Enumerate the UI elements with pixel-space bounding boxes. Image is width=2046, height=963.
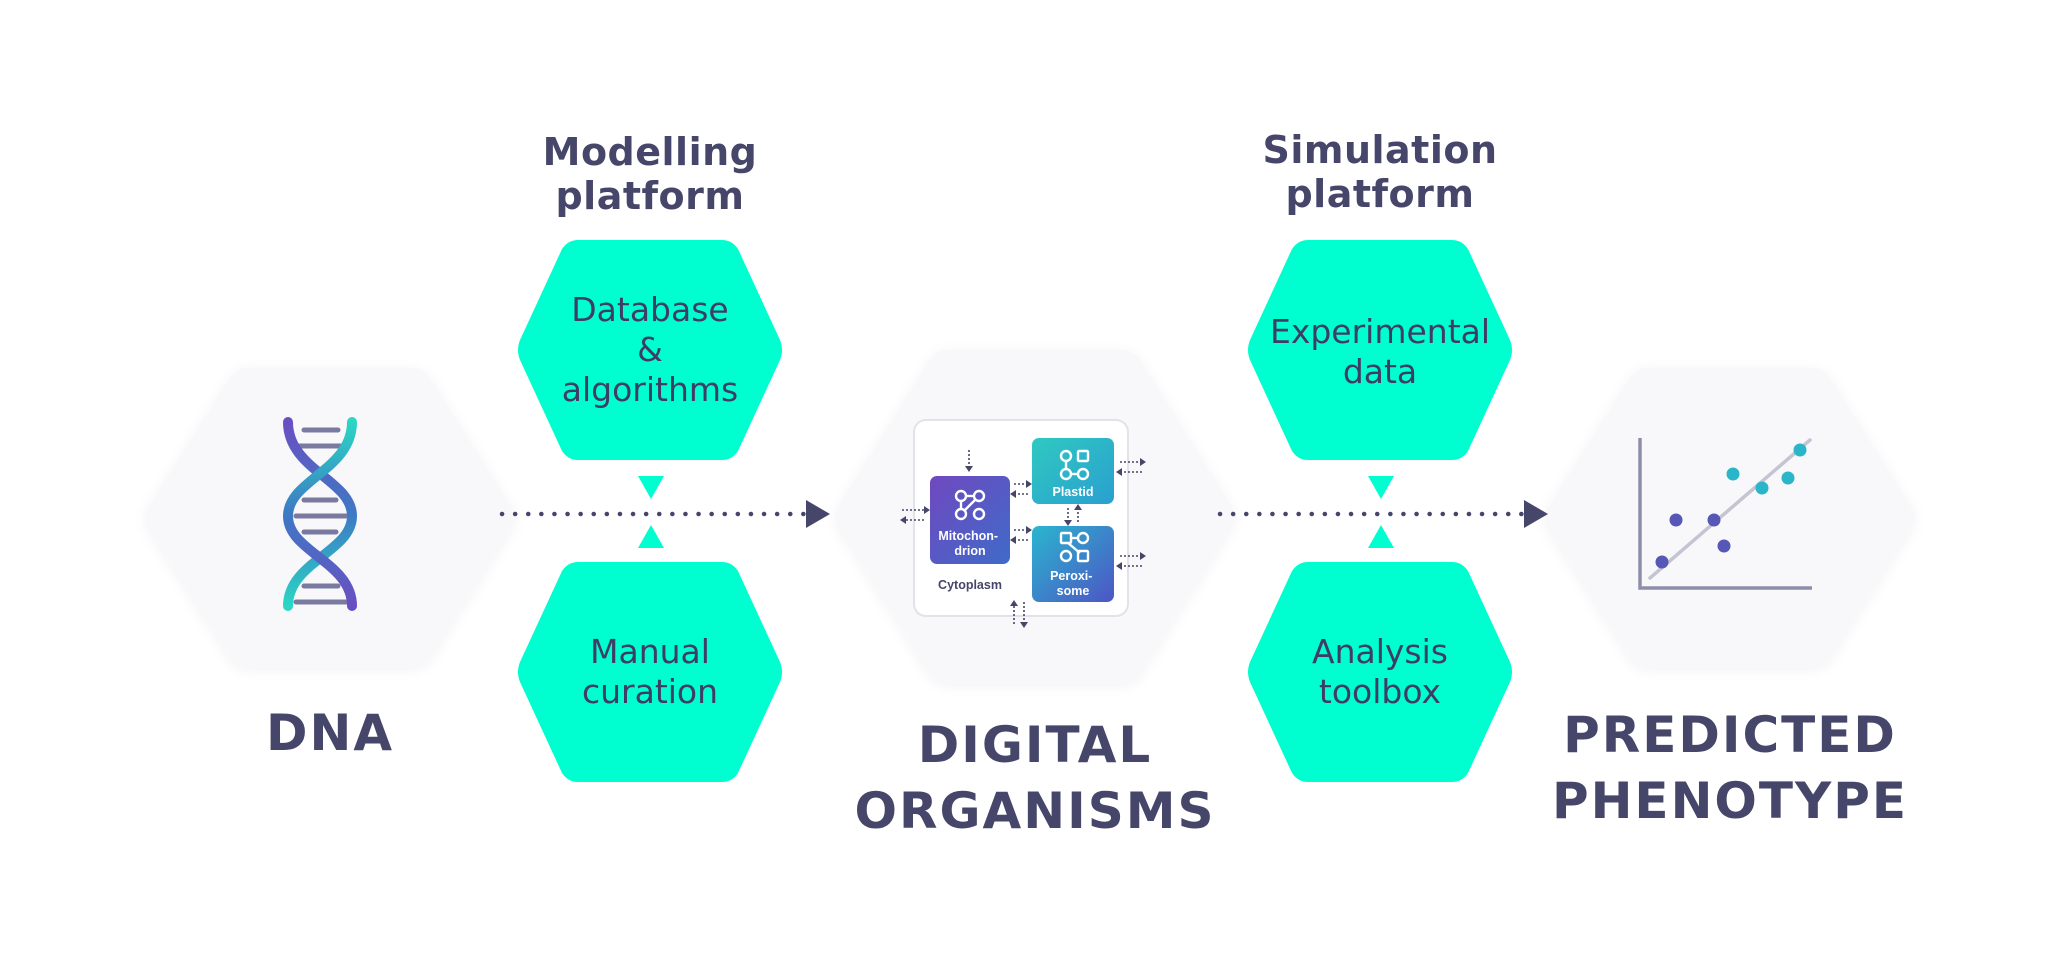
hex-line: Manual [590,632,710,671]
arrowhead-left-icon [806,500,830,528]
hex-line: toolbox [1318,672,1442,711]
up-triangle-right [1368,525,1394,548]
network-icon [954,489,986,521]
plastid-label: Plastid [1053,485,1094,499]
peroxisome-box [1032,526,1114,602]
hex-line: algorithms [561,370,739,409]
stage-line: DNA [265,704,395,762]
predicted-phenotype-label: PREDICTED PHENOTYPE [1530,702,1930,834]
perox-line-2: some [1057,584,1090,598]
stage-line: PREDICTED [1563,706,1897,764]
analysis-toolbox-label: Analysis toolbox [1250,632,1510,712]
heading-line: platform [1285,172,1475,216]
perox-line-1: Peroxi- [1050,569,1092,583]
hex-line: & [637,330,663,369]
down-triangle-left [638,476,664,499]
heading-line: Simulation [1262,128,1498,172]
mitochondrion-label: Mitochon- drion [938,529,1001,558]
network-icon [1059,531,1090,563]
down-triangle-right [1368,476,1394,499]
predicted-phenotype-hexagon [1545,368,1915,668]
heading-line: Modelling [542,130,758,174]
stage-line: PHENOTYPE [1551,772,1909,830]
arrowhead-right-icon [1524,500,1548,528]
dna-helix-icon [282,417,358,611]
database-algorithms-label: Database & algorithms [520,290,780,410]
hex-line: curation [581,672,719,711]
hex-line: data [1342,352,1418,391]
experimental-data-hexagon [1248,240,1512,460]
cytoplasm-label: Cytoplasm [938,578,1002,592]
up-triangle-left [638,525,664,548]
mito-line-1: Mitochon- [938,529,998,543]
stage-line: DIGITAL [917,716,1153,774]
heading-line: platform [555,174,745,218]
simulation-platform-heading: Simulation platform [1230,128,1530,216]
network-icon [1059,449,1090,481]
scatter-plot-icon [1638,438,1812,590]
stage-line: ORGANISMS [854,782,1216,840]
hex-line: Experimental [1269,312,1491,351]
modelling-platform-heading: Modelling platform [500,130,800,218]
digital-organisms-label: DIGITAL ORGANISMS [835,712,1235,844]
manual-curation-hexagon [518,562,782,782]
mitochondrion-box [930,476,1010,564]
dna-label: DNA [190,700,470,766]
hex-line: Analysis [1312,632,1448,671]
analysis-toolbox-hexagon [1248,562,1512,782]
peroxisome-label: Peroxi- some [1050,569,1096,598]
manual-curation-label: Manual curation [520,632,780,712]
cell-schematic: Mitochon- drion Plastid Peroxi- some Cyt… [900,419,1146,628]
hex-line: Database [571,290,729,329]
plastid-box [1032,438,1114,504]
experimental-data-label: Experimental data [1250,312,1510,392]
mito-line-2: drion [954,544,985,558]
database-hexagon [518,240,782,460]
